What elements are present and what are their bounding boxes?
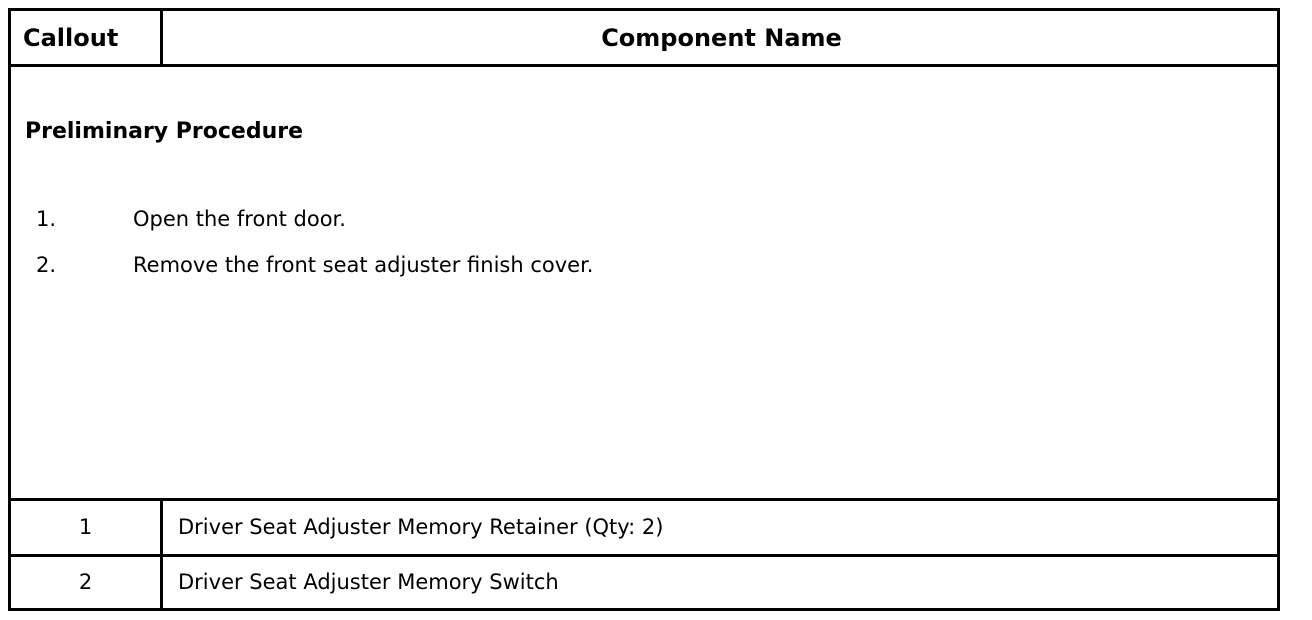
table-header-row: Callout Component Name — [11, 11, 1277, 67]
row-cell-callout: 2 — [11, 557, 163, 608]
table-row: 2 Driver Seat Adjuster Memory Switch — [11, 557, 1277, 608]
row-component-name: Driver Seat Adjuster Memory Retainer (Qt… — [178, 515, 664, 539]
table-row: 1 Driver Seat Adjuster Memory Retainer (… — [11, 501, 1277, 557]
header-label-callout: Callout — [23, 23, 119, 52]
preliminary-procedure-list: 1. Open the front door. 2. Remove the fr… — [11, 196, 1277, 288]
row-callout-number: 2 — [78, 570, 93, 594]
header-cell-callout: Callout — [11, 11, 163, 64]
procedure-step-text: Remove the front seat adjuster finish co… — [133, 253, 594, 277]
procedure-step-marker: 1. — [36, 207, 57, 231]
procedure-step: 2. Remove the front seat adjuster finish… — [11, 242, 1277, 288]
row-cell-component-name: Driver Seat Adjuster Memory Retainer (Qt… — [166, 501, 1277, 554]
header-cell-component-name: Component Name — [166, 11, 1277, 64]
preliminary-procedure-title: Preliminary Procedure — [25, 119, 304, 144]
row-cell-component-name: Driver Seat Adjuster Memory Switch — [166, 557, 1277, 608]
procedure-step: 1. Open the front door. — [11, 196, 1277, 242]
table-inner: Callout Component Name Preliminary Proce… — [11, 11, 1277, 608]
row-callout-number: 1 — [78, 515, 93, 539]
preliminary-procedure-cell: Preliminary Procedure 1. Open the front … — [11, 67, 1277, 501]
procedure-step-marker: 2. — [36, 253, 57, 277]
row-component-name: Driver Seat Adjuster Memory Switch — [178, 570, 559, 594]
row-cell-callout: 1 — [11, 501, 163, 554]
procedure-step-text: Open the front door. — [133, 207, 346, 231]
header-label-component-name: Component Name — [601, 23, 842, 52]
callout-component-table: Callout Component Name Preliminary Proce… — [8, 8, 1280, 611]
